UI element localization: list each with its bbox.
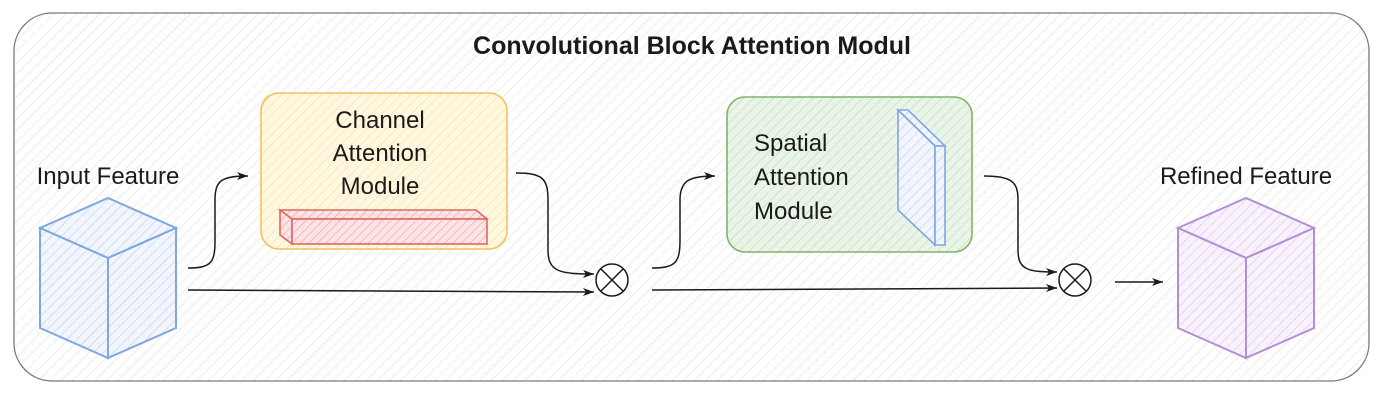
spatial-attention-slab [896, 108, 947, 247]
arrow-channel-to-multiply-1 [515, 172, 595, 278]
refined-feature-label: Refined Feature [1160, 163, 1332, 190]
arrow-input-to-channel [187, 172, 249, 269]
input-feature-cube [37, 196, 179, 360]
multiply-operator-2 [1058, 263, 1092, 297]
refined-feature-cube [1175, 196, 1317, 360]
channel-attention-bar [277, 208, 490, 246]
diagram-title: Convolutional Block Attention Modul [473, 32, 911, 60]
multiply-operator-1 [595, 263, 629, 297]
arrow-input-to-multiply-1 [187, 287, 595, 296]
arrow-spatial-to-multiply-2 [983, 175, 1058, 276]
channel-module-label-line1: Channel [335, 107, 424, 134]
channel-module-label-line3: Module [341, 173, 420, 200]
outer-container [13, 12, 1370, 382]
spatial-module-label-line3: Module [754, 198, 833, 225]
arrow-multiply-1-to-multiply-2 [651, 284, 1058, 293]
spatial-module-label-line2: Attention [754, 164, 849, 191]
input-feature-label: Input Feature [37, 163, 180, 190]
arrow-multiply-1-to-spatial [651, 172, 716, 269]
channel-module-label-line2: Attention [333, 140, 428, 167]
spatial-module-label-line1: Spatial [754, 130, 827, 157]
